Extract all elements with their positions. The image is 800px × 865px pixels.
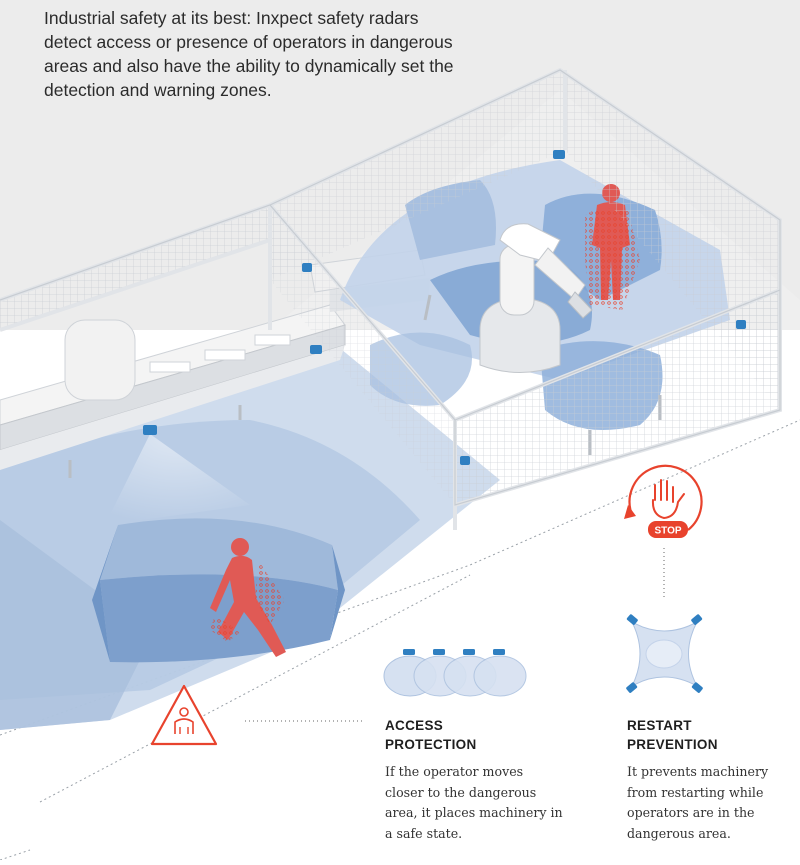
restart-prevention-body: It prevents machinery from restarting wh… bbox=[627, 764, 769, 841]
restart-title-line1: RESTART bbox=[627, 718, 692, 733]
access-mini-diagram bbox=[383, 649, 527, 697]
robot-arm bbox=[479, 223, 593, 373]
restart-prevention-title: RESTART PREVENTION bbox=[627, 716, 797, 754]
radar-sensor-icon bbox=[553, 150, 565, 159]
radar-sensor-icon bbox=[460, 456, 470, 465]
intro-text: Industrial safety at its best: Inxpect s… bbox=[44, 8, 454, 100]
radar-sensor-icon bbox=[691, 682, 703, 693]
radar-sensor-icon bbox=[626, 682, 638, 693]
restart-title-line2: PREVENTION bbox=[627, 737, 718, 752]
radar-sensor-icon bbox=[736, 320, 746, 329]
safety-fence bbox=[0, 67, 782, 530]
radar-sensors bbox=[143, 150, 746, 465]
operator-walking bbox=[210, 538, 286, 657]
access-protection-panel: ACCESS PROTECTION If the operator moves … bbox=[385, 716, 565, 844]
radar-sensor-icon bbox=[493, 649, 505, 655]
access-title-line1: ACCESS bbox=[385, 718, 444, 733]
radar-sensor-icon bbox=[310, 345, 322, 354]
radar-sensor-icon bbox=[691, 614, 703, 625]
stop-label: STOP bbox=[654, 526, 681, 537]
radar-sensor-icon bbox=[143, 425, 157, 435]
stop-hand-icon: STOP bbox=[624, 464, 703, 538]
radar-sensor-icon bbox=[463, 649, 475, 655]
radar-sensor-icon bbox=[403, 649, 415, 655]
restart-prevention-panel: RESTART PREVENTION It prevents machinery… bbox=[627, 716, 797, 844]
operator-standing bbox=[585, 184, 640, 310]
restart-mini-diagram bbox=[626, 614, 703, 693]
radar-sensor-icon bbox=[433, 649, 445, 655]
access-protection-body: If the operator moves closer to the dang… bbox=[385, 764, 563, 841]
access-title-line2: PROTECTION bbox=[385, 737, 477, 752]
radar-sensor-icon bbox=[626, 614, 638, 625]
radar-beam-left bbox=[105, 434, 250, 525]
radar-sensor-icon bbox=[302, 263, 312, 272]
access-protection-title: ACCESS PROTECTION bbox=[385, 716, 565, 754]
warning-operator-icon bbox=[150, 684, 218, 746]
stop-label-badge bbox=[648, 521, 688, 538]
